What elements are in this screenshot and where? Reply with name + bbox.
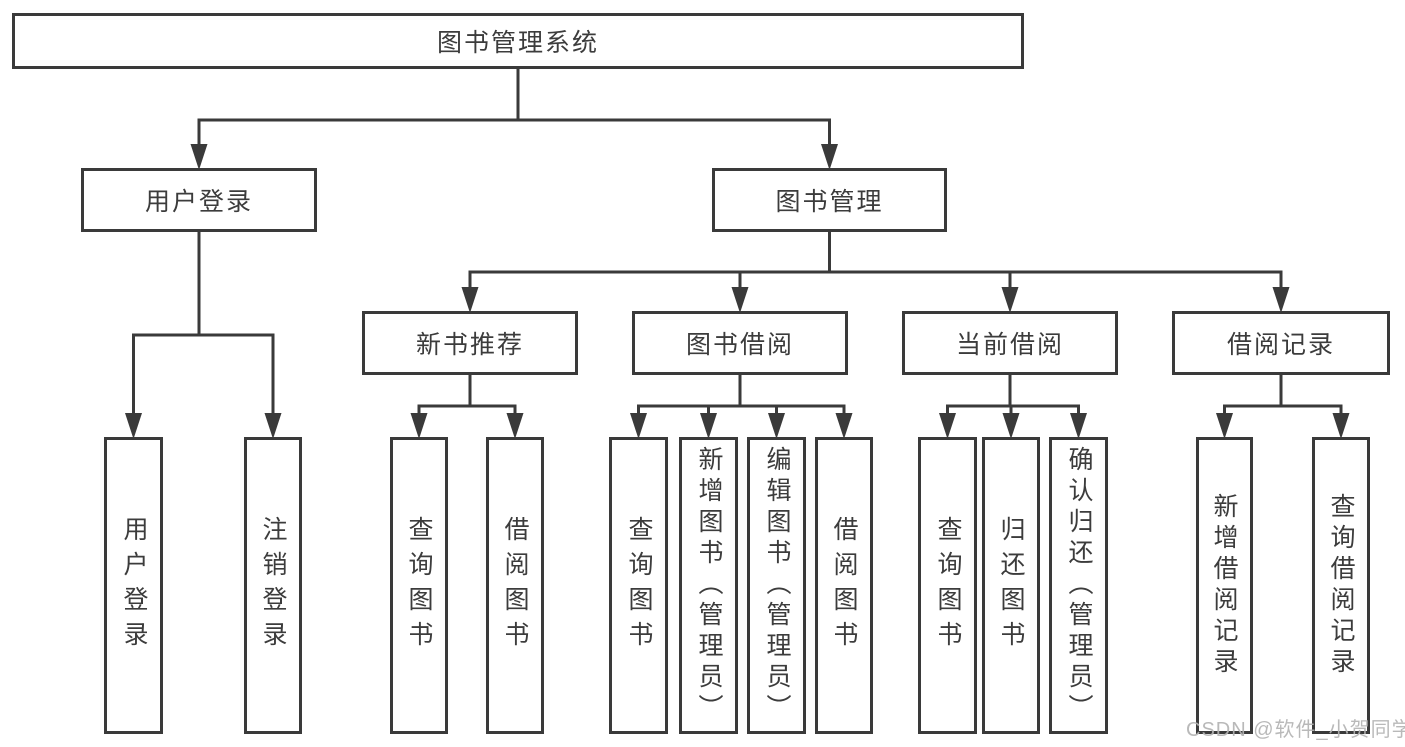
- csdn-watermark: CSDN @软件_小贺同学: [1186, 719, 1405, 741]
- node-borrow-books-1: 借阅图书: [486, 437, 544, 734]
- node-query-borrow-record: 查询借阅记录: [1312, 437, 1370, 734]
- node-borrow-records: 借阅记录: [1172, 311, 1390, 375]
- node-user-login-leaf: 用户登录: [104, 437, 163, 734]
- node-logout-leaf: 注销登录: [244, 437, 302, 734]
- node-current-borrowing: 当前借阅: [902, 311, 1118, 375]
- node-return-book: 归还图书: [982, 437, 1040, 734]
- node-book-borrowing: 图书借阅: [632, 311, 848, 375]
- node-query-books-3: 查询图书: [918, 437, 977, 734]
- node-confirm-return-admin: 确认归还（管理员）: [1049, 437, 1108, 734]
- node-user-login: 用户登录: [81, 168, 317, 232]
- node-query-books-1: 查询图书: [390, 437, 448, 734]
- node-edit-book-admin: 编辑图书（管理员）: [747, 437, 806, 734]
- node-library-management-system: 图书管理系统: [12, 13, 1024, 69]
- node-new-book-recommendation: 新书推荐: [362, 311, 578, 375]
- node-add-book-admin: 新增图书（管理员）: [679, 437, 738, 734]
- node-add-borrow-record: 新增借阅记录: [1196, 437, 1253, 734]
- node-book-management: 图书管理: [712, 168, 947, 232]
- node-borrow-books-2: 借阅图书: [815, 437, 873, 734]
- node-query-books-2: 查询图书: [609, 437, 668, 734]
